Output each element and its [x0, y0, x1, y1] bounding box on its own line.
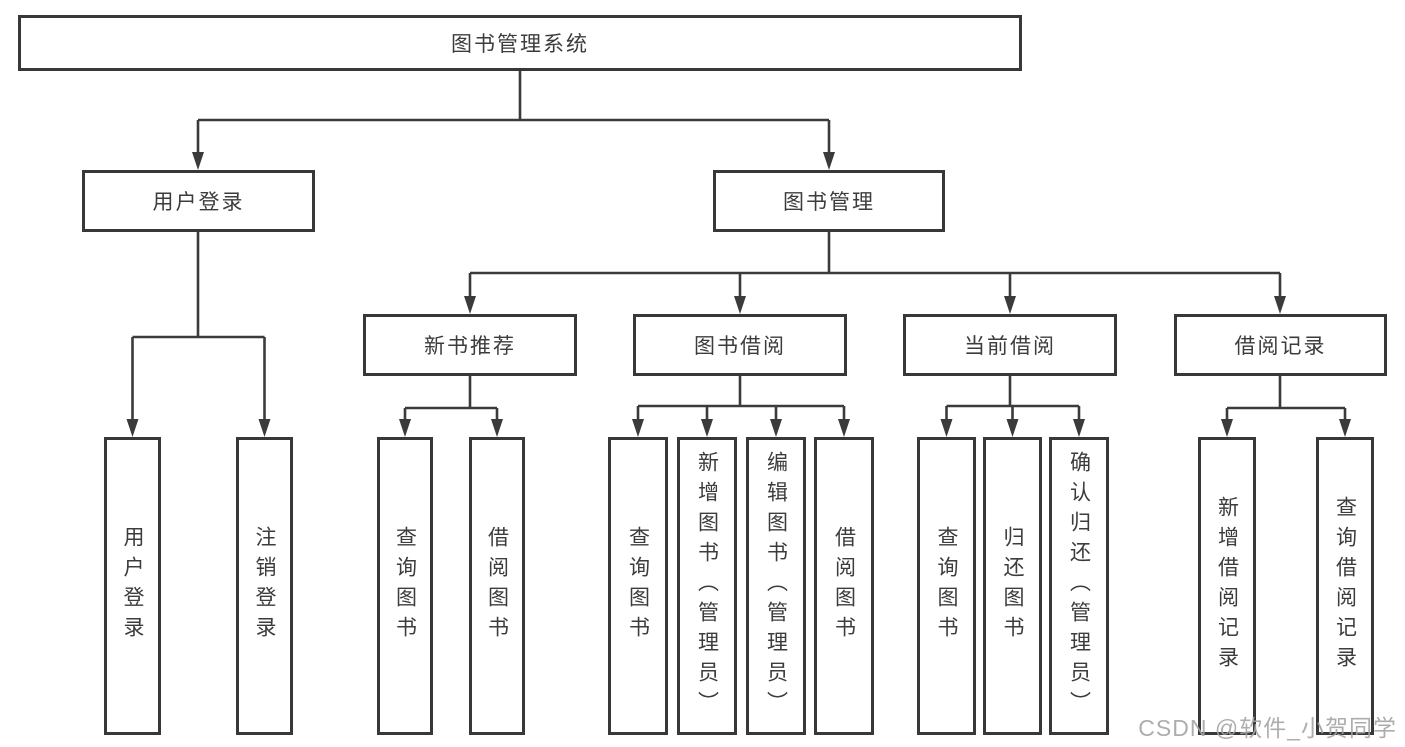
node-user-login: 用户登录	[82, 170, 315, 232]
node-new-books-label: 新书推荐	[424, 335, 516, 358]
node-book-borrow: 图书借阅	[633, 314, 847, 376]
leaf-current-query-books-label: 查询图书	[935, 526, 958, 646]
node-root: 图书管理系统	[18, 15, 1022, 71]
leaf-borrow-query-books: 查询图书	[608, 437, 668, 735]
leaf-return-books: 归还图书	[983, 437, 1042, 735]
leaf-add-borrow-record: 新增借阅记录	[1198, 437, 1256, 735]
leaf-current-query-books: 查询图书	[917, 437, 976, 735]
leaf-newbooks-borrow-books: 借阅图书	[469, 437, 525, 735]
leaf-user-login: 用户登录	[104, 437, 161, 735]
leaf-newbooks-query-books: 查询图书	[377, 437, 433, 735]
node-root-label: 图书管理系统	[451, 33, 589, 56]
leaf-logout-label: 注销登录	[253, 526, 276, 646]
leaf-user-login-label: 用户登录	[121, 526, 144, 646]
node-user-login-label: 用户登录	[152, 191, 245, 214]
leaf-edit-books-admin-label: 编辑图书（管理员）	[764, 451, 788, 721]
node-book-borrow-label: 图书借阅	[694, 335, 786, 358]
leaf-borrow-borrow-books: 借阅图书	[814, 437, 874, 735]
leaf-edit-books-admin: 编辑图书（管理员）	[746, 437, 806, 735]
node-current-borrow: 当前借阅	[903, 314, 1117, 376]
leaf-query-borrow-record-label: 查询借阅记录	[1333, 496, 1357, 676]
leaf-return-books-label: 归还图书	[1001, 526, 1024, 646]
leaf-borrow-borrow-books-label: 借阅图书	[832, 526, 856, 646]
node-borrow-records-label: 借阅记录	[1234, 335, 1327, 358]
leaf-confirm-return-admin-label: 确认归还（管理员）	[1067, 451, 1091, 721]
leaf-add-borrow-record-label: 新增借阅记录	[1215, 496, 1239, 676]
node-new-books: 新书推荐	[363, 314, 577, 376]
leaf-logout: 注销登录	[236, 437, 293, 735]
node-current-borrow-label: 当前借阅	[964, 335, 1056, 358]
leaf-borrow-query-books-label: 查询图书	[626, 526, 650, 646]
leaf-add-books-admin-label: 新增图书（管理员）	[695, 451, 719, 721]
watermark: CSDN @软件_小贺同学	[1138, 715, 1397, 741]
node-borrow-records: 借阅记录	[1174, 314, 1387, 376]
leaf-add-books-admin: 新增图书（管理员）	[677, 437, 737, 735]
node-book-management-label: 图书管理	[783, 191, 875, 214]
node-book-management: 图书管理	[713, 170, 945, 232]
leaf-query-borrow-record: 查询借阅记录	[1316, 437, 1374, 735]
leaf-confirm-return-admin: 确认归还（管理员）	[1049, 437, 1109, 735]
leaf-newbooks-borrow-books-label: 借阅图书	[485, 526, 509, 646]
leaf-newbooks-query-books-label: 查询图书	[393, 526, 417, 646]
